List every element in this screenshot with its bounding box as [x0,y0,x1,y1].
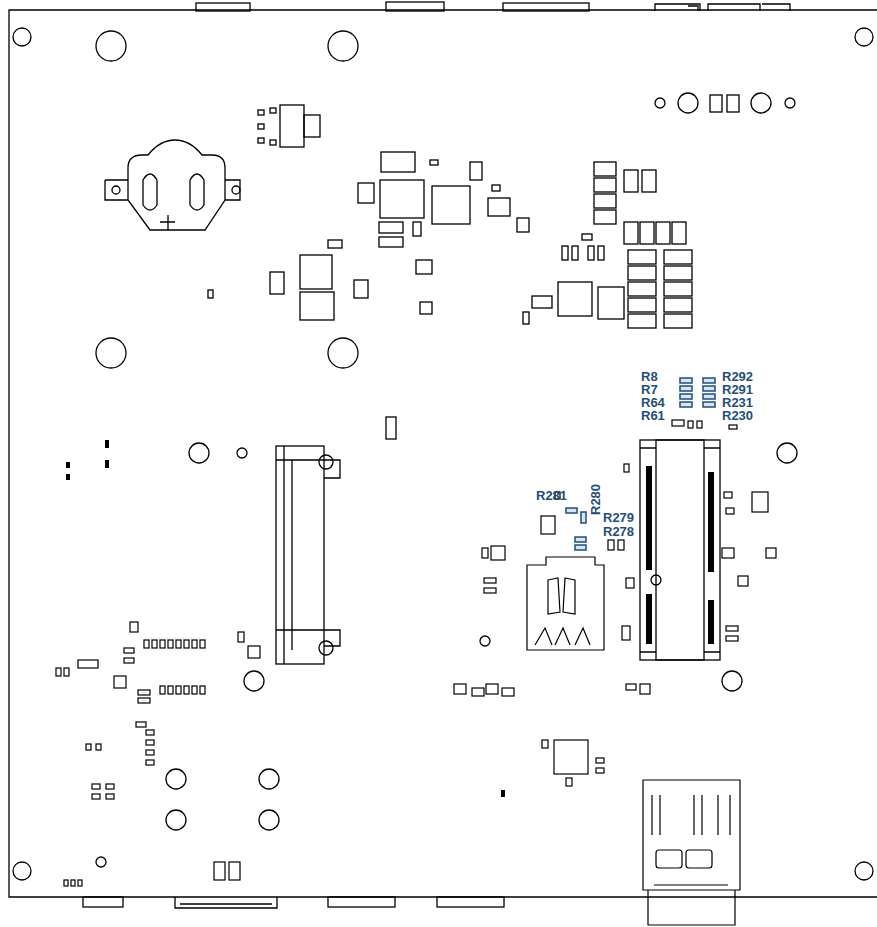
part-label: R8 [641,370,658,383]
part-label: R231 [722,396,753,409]
part-label: R291 [722,383,753,396]
part-label: R64 [641,396,665,409]
part-label: R61 [641,409,665,422]
part-label: R278 [603,525,634,538]
part-label: R230 [722,409,753,422]
part-label: R7 [641,383,658,396]
part-label: R279 [603,511,634,524]
part-label: R281 [536,489,567,502]
part-label: R292 [722,370,753,383]
part-label: R280 [589,484,602,515]
